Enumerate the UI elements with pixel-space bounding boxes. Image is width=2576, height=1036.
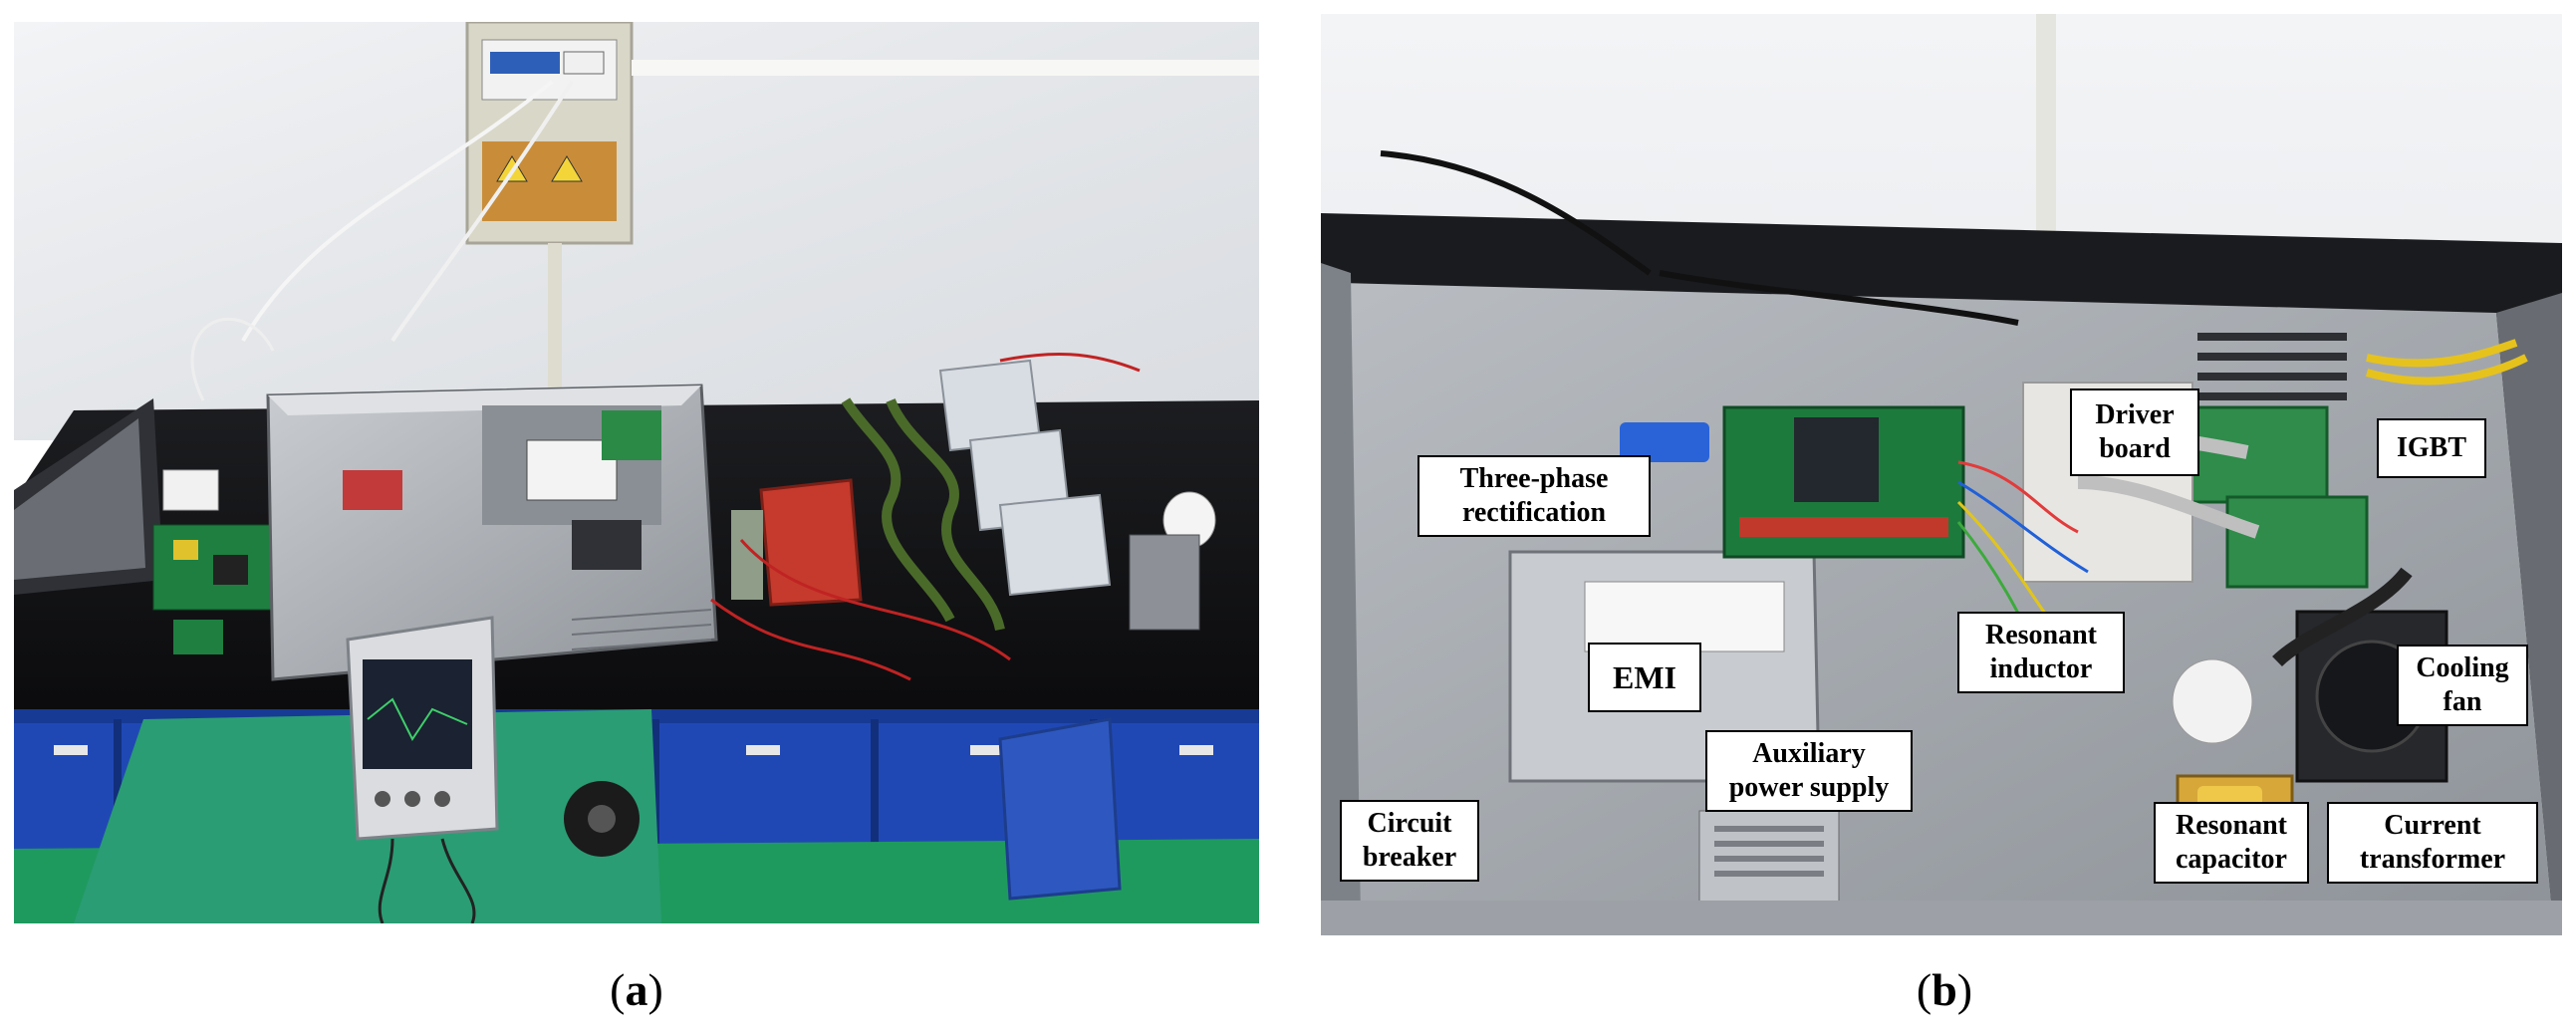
cabinet-illustration bbox=[1321, 14, 2562, 935]
label-circuit-breaker: Circuit breaker bbox=[1340, 800, 1479, 882]
label-auxiliary-power-supply: Auxiliary power supply bbox=[1705, 730, 1913, 812]
label-driver-board: Driver board bbox=[2070, 388, 2199, 476]
caption-b: (b) bbox=[1916, 964, 1973, 1015]
label-resonant-inductor: Resonant inductor bbox=[1957, 612, 2125, 693]
photo-b-cabinet-interior bbox=[1321, 14, 2562, 935]
label-emi: EMI bbox=[1588, 643, 1701, 712]
label-three-phase-rectification: Three-phase rectification bbox=[1417, 455, 1651, 537]
caption-a: (a) bbox=[610, 964, 663, 1015]
photo-a-lab-bench bbox=[14, 22, 1259, 923]
label-resonant-capacitor: Resonant capacitor bbox=[2154, 802, 2309, 884]
label-igbt: IGBT bbox=[2377, 418, 2486, 478]
label-cooling-fan: Cooling fan bbox=[2397, 645, 2528, 726]
lab-bench-illustration bbox=[14, 22, 1259, 923]
label-current-transformer: Current transformer bbox=[2327, 802, 2538, 884]
